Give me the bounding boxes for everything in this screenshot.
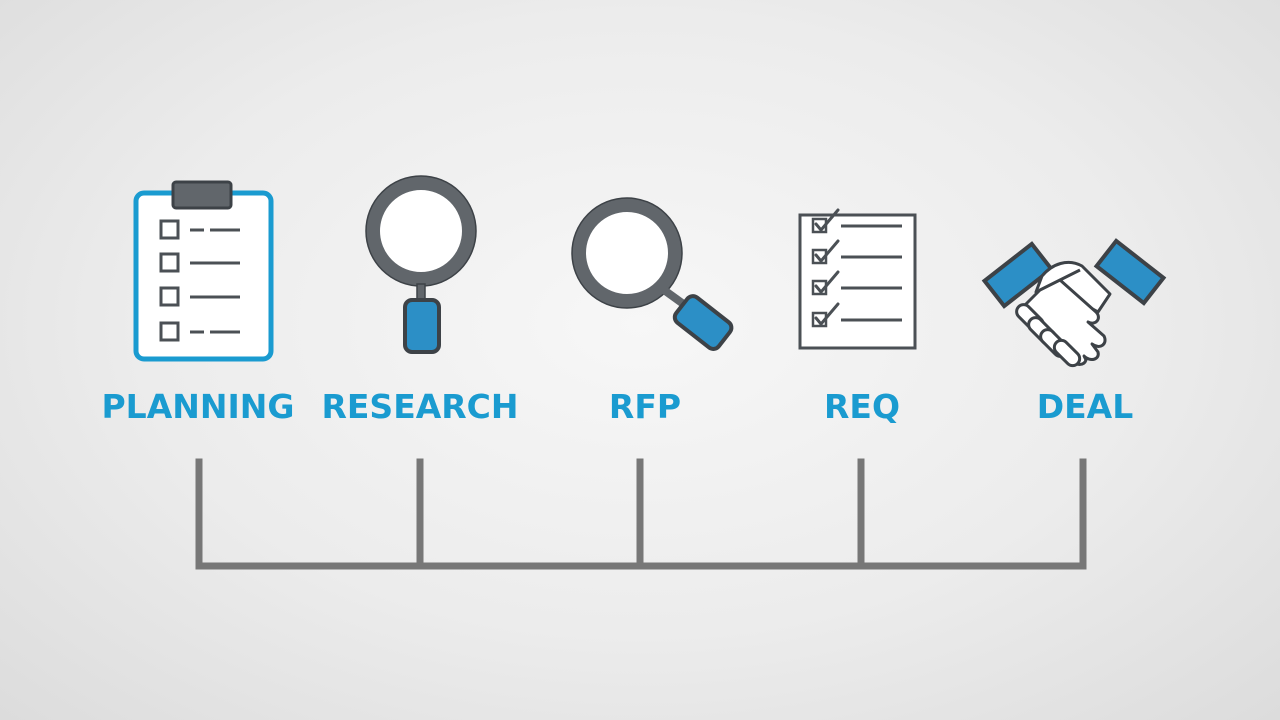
stage-label-deal: DEAL bbox=[1037, 387, 1134, 426]
clipboard-checklist-icon bbox=[133, 180, 274, 362]
stage-label-req: REQ bbox=[824, 387, 900, 426]
timeline-bracket bbox=[195, 458, 1087, 570]
stage-label-planning: PLANNING bbox=[102, 387, 295, 426]
magnifying-glass-icon bbox=[365, 175, 477, 354]
stage-label-rfp: RFP bbox=[609, 387, 681, 426]
stage-label-research: RESEARCH bbox=[321, 387, 518, 426]
handshake-icon bbox=[981, 238, 1167, 368]
checklist-document-icon bbox=[798, 208, 917, 350]
magnifying-glass-tilted-icon bbox=[571, 197, 734, 351]
